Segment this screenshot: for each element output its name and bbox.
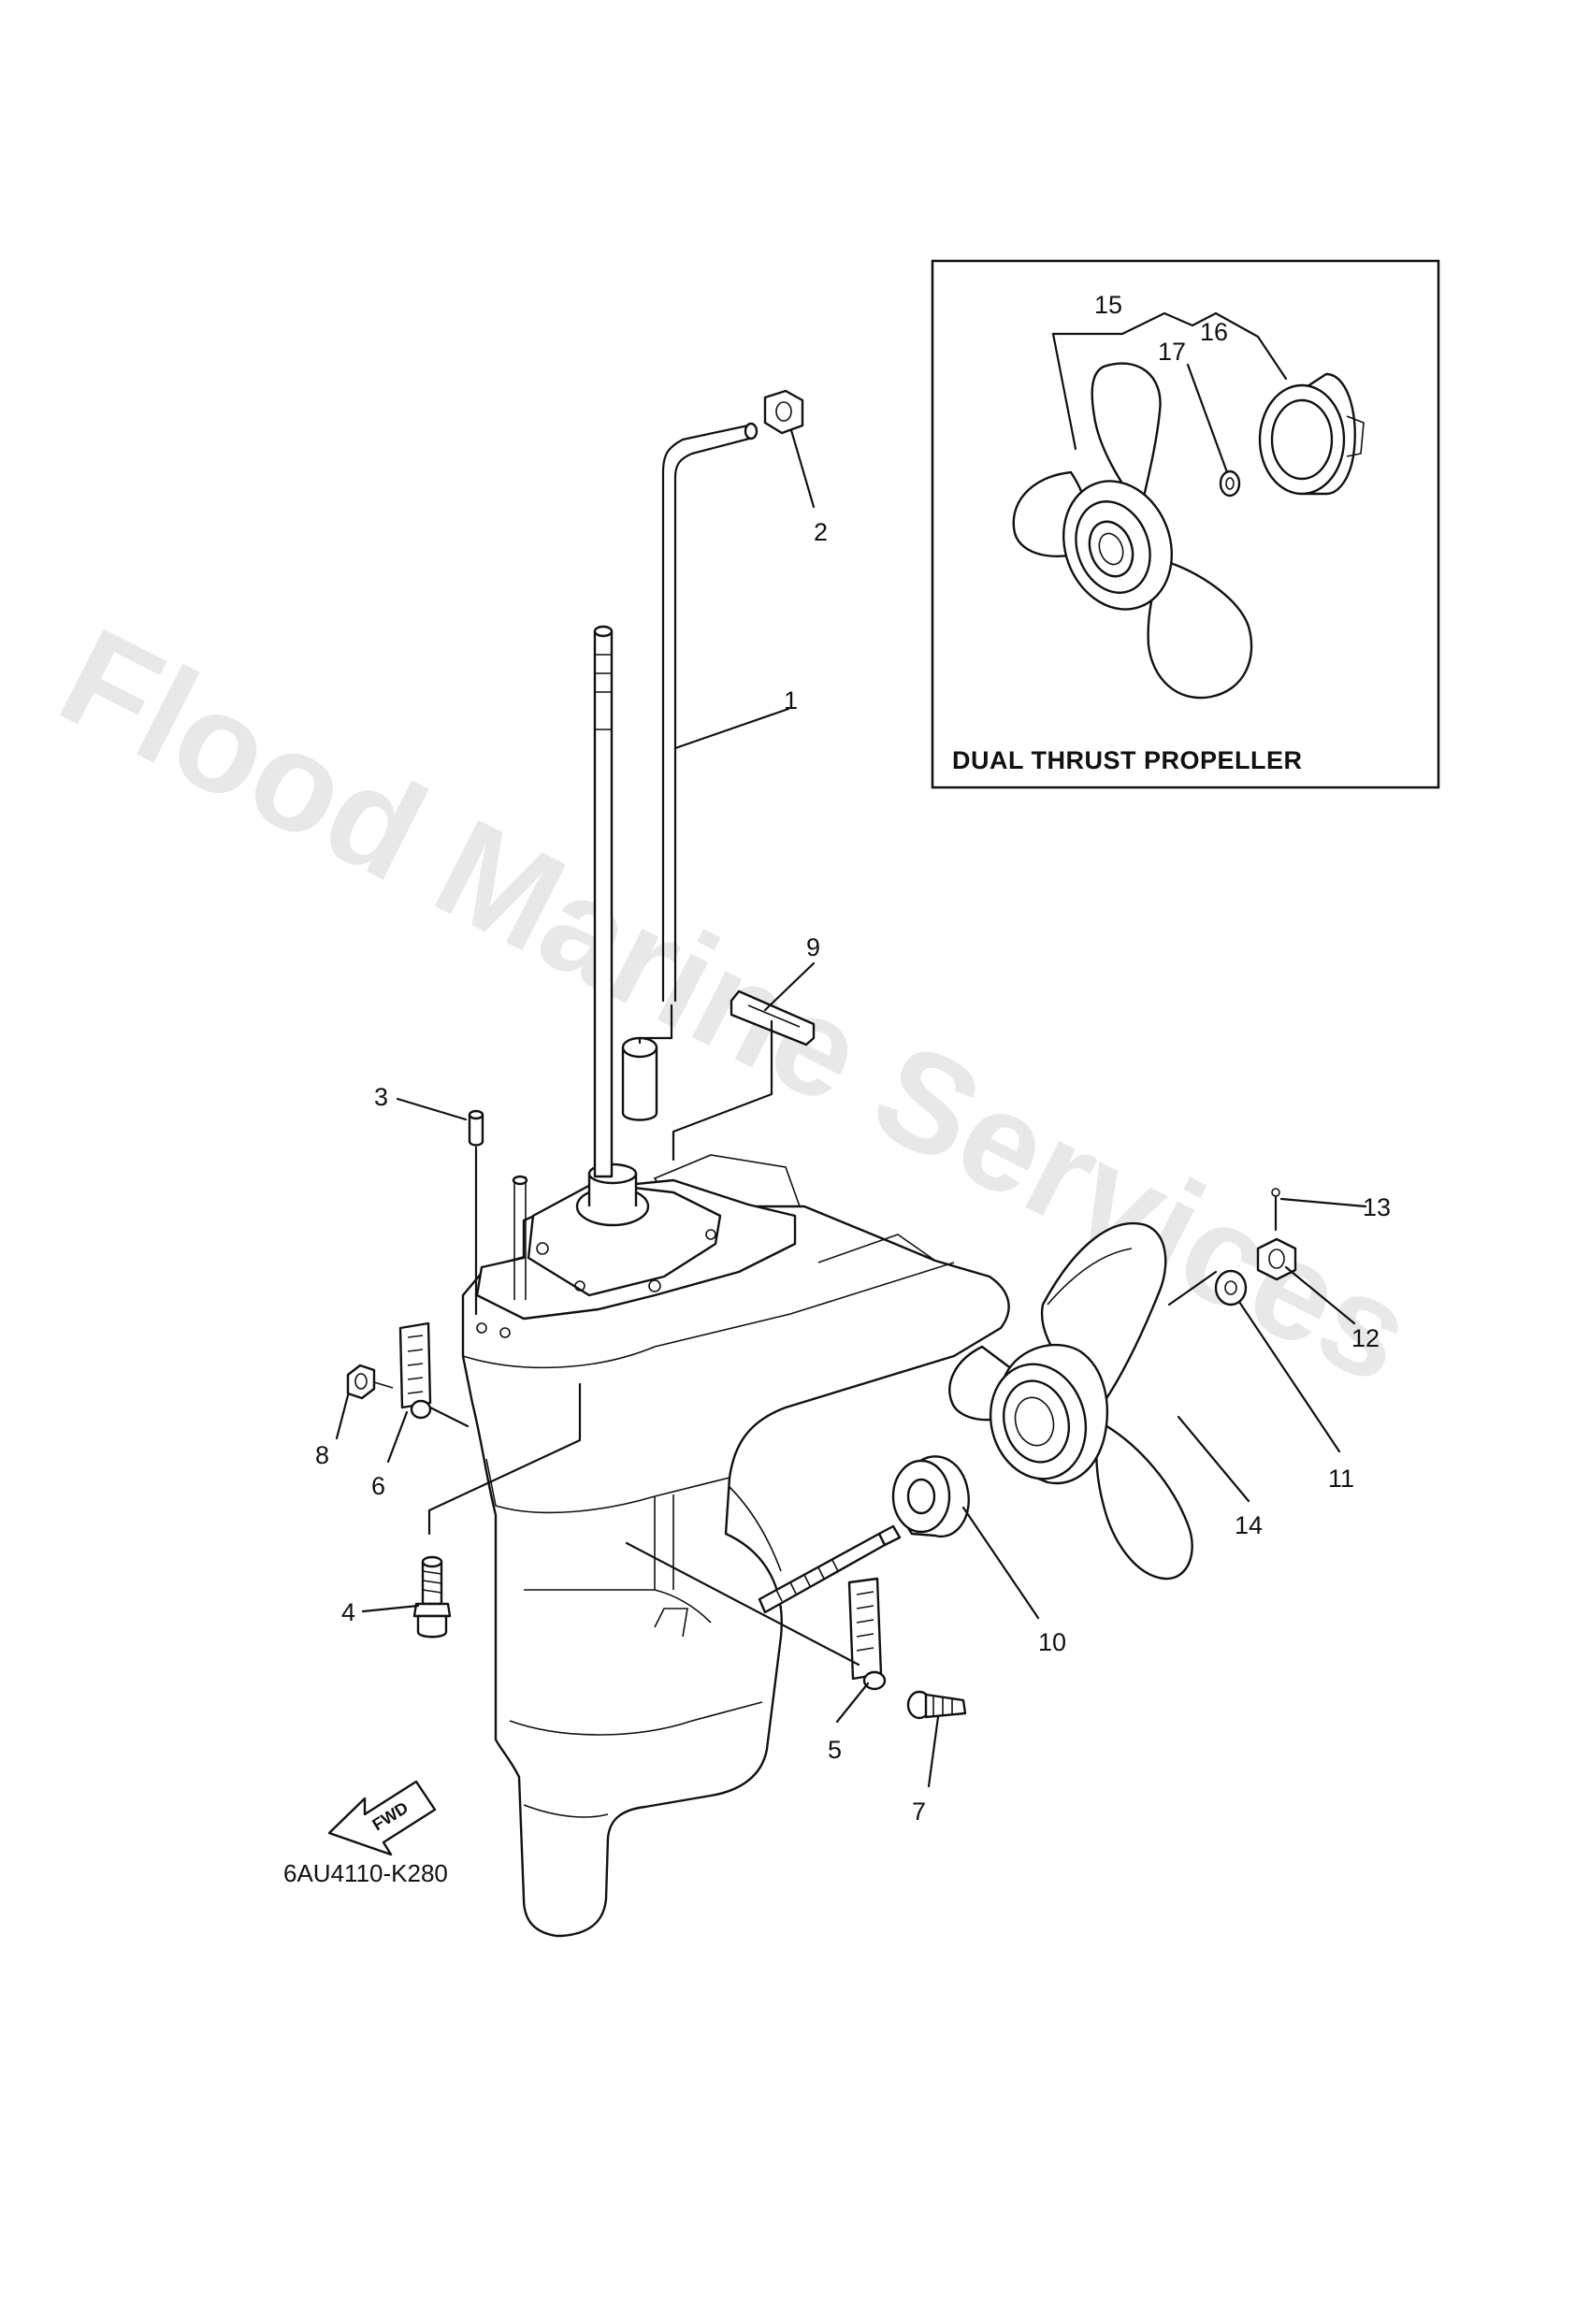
inset-title: DUAL THRUST PROPELLER [952,746,1303,774]
nut-8 [346,1364,394,1400]
inset-bracket-15 [1051,311,1218,336]
callout-6: 6 [371,1472,385,1500]
callout-11: 11 [1328,1465,1354,1493]
grommet-2 [763,389,804,435]
propeller-nut-12 [1256,1237,1297,1281]
bolt-4 [412,1555,452,1638]
inset-washer-17 [1219,469,1241,498]
callout-10: 10 [1038,1628,1066,1656]
diagram-code: 6AU4110-K280 [283,1859,448,1887]
inset-frame [931,259,1440,789]
callout-1: 1 [784,686,798,715]
grommet-9 [730,989,816,1047]
thrust-spacer-10 [891,1455,970,1538]
anode-6 [398,1321,432,1420]
inset-propeller-blade-bottom [1147,559,1253,700]
anode-5 [847,1577,887,1691]
leader-17 [1186,363,1229,474]
cotter-pin-13 [1271,1188,1280,1232]
callout-13: 13 [1363,1193,1391,1221]
callout-4: 4 [341,1598,355,1626]
propeller-14 [948,1222,1193,1581]
callout-15: 15 [1094,291,1122,319]
callout-9: 9 [806,933,820,961]
callout-5: 5 [828,1736,842,1764]
callout-14: 14 [1235,1511,1263,1539]
inset-spacer-16 [1258,372,1365,496]
tube-guide [621,1036,658,1121]
dual-thrust-propeller-inset: DUAL THRUST PROPELLER 15 16 17 [931,259,1440,789]
washer-11 [1214,1269,1248,1306]
screw-7 [906,1690,967,1720]
dowel-pin-3 [468,1109,484,1147]
callout-3: 3 [374,1083,388,1111]
leader-lines [335,428,1367,1788]
water-tube [661,422,759,1003]
forward-direction-arrow: FWD [327,1780,437,1856]
callout-7: 7 [912,1797,926,1826]
callout-17: 17 [1158,338,1186,366]
callout-16: 16 [1200,318,1228,346]
callout-12: 12 [1351,1324,1380,1352]
lower-unit-housing [461,1154,1010,1938]
callout-8: 8 [315,1441,329,1469]
callout-2: 2 [814,518,828,546]
drive-shaft [593,625,614,1178]
propeller-shaft [758,1524,902,1614]
